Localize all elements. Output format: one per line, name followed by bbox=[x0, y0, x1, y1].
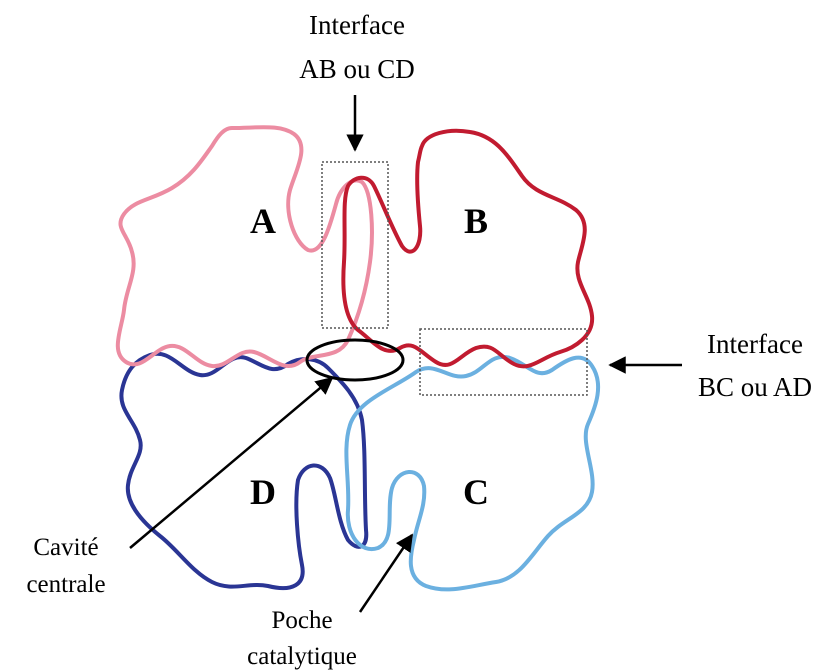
subunit-b-label: B bbox=[464, 201, 488, 241]
arrow-central-cavity bbox=[130, 378, 332, 548]
subunit-d-label: D bbox=[250, 472, 276, 512]
subunit-a-outline bbox=[118, 127, 372, 366]
interface-bc-ad-line2: BC ou AD bbox=[698, 372, 812, 402]
interface-ab-cd-line1: Interface bbox=[309, 10, 405, 40]
catalytic-pocket-line2: catalytique bbox=[247, 643, 357, 670]
subunit-c-label: C bbox=[463, 472, 489, 512]
central-cavity-line1: Cavité bbox=[33, 534, 98, 561]
central-cavity-line2: centrale bbox=[26, 571, 105, 598]
subunit-d-outline bbox=[121, 354, 366, 588]
arrow-catalytic-pocket bbox=[360, 535, 412, 612]
central-cavity-ellipse bbox=[307, 340, 403, 380]
interface-bc-ad-line1: Interface bbox=[707, 329, 803, 359]
interface-ab-cd-line2: AB ou CD bbox=[299, 54, 415, 84]
interface-ab-cd-box bbox=[322, 162, 388, 328]
catalytic-pocket-line1: Poche bbox=[271, 607, 332, 634]
subunit-a-label: A bbox=[250, 201, 276, 241]
subunit-b-outline bbox=[343, 131, 592, 367]
